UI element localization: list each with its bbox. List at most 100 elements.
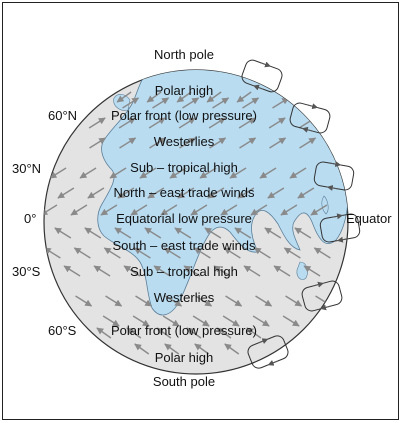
- wind-arrow: [195, 295, 213, 307]
- latitude-60n: 60°N: [48, 108, 77, 123]
- wind-arrow: [163, 247, 181, 259]
- wind-arrow: [132, 315, 150, 327]
- south-pole-label: South pole: [153, 374, 215, 389]
- wind-arrow: [103, 247, 121, 259]
- wind-arrow: [234, 227, 252, 239]
- wind-arrow: [70, 204, 88, 216]
- wind-arrow: [297, 187, 315, 199]
- wind-arrow: [208, 117, 226, 129]
- wind-arrow: [89, 137, 107, 149]
- wind-arrow: [313, 247, 331, 259]
- wind-arrow: [252, 315, 270, 327]
- wind-arrow: [238, 117, 256, 129]
- wind-arrow: [122, 97, 140, 109]
- wind-arrow: [152, 97, 170, 109]
- wind-arrow: [255, 295, 273, 307]
- wind-arrow: [282, 315, 300, 327]
- wind-arrow: [73, 247, 91, 259]
- wind-arrow: [223, 247, 241, 259]
- wind-arrow: [272, 97, 290, 109]
- wind-arrow: [179, 137, 197, 149]
- circulation-cell: [241, 59, 283, 93]
- wind-arrow: [84, 227, 102, 239]
- wind-arrow: [44, 247, 61, 259]
- wind-arrow: [190, 204, 208, 216]
- wind-arrow: [273, 265, 291, 277]
- wind-arrow: [222, 315, 240, 327]
- wind-arrow: [213, 265, 231, 277]
- wind-arrow: [246, 327, 262, 339]
- wind-arrow: [63, 265, 81, 277]
- wind-arrow: [289, 167, 307, 179]
- wind-arrow: [79, 167, 97, 179]
- wind-arrow: [114, 227, 132, 239]
- wind-arrow: [176, 91, 192, 103]
- wind-arrow: [199, 167, 217, 179]
- wind-arrow: [253, 247, 271, 259]
- band-label-polar-high-s: Polar high: [155, 350, 214, 365]
- wind-arrow: [139, 167, 157, 179]
- wind-arrow: [160, 204, 178, 216]
- wind-arrow: [236, 91, 252, 103]
- band-label-polar-high-n: Polar high: [155, 83, 214, 98]
- wind-arrow: [105, 295, 123, 307]
- wind-arrow: [109, 167, 127, 179]
- wind-arrow: [303, 265, 321, 277]
- wind-arrow: [209, 137, 227, 149]
- wind-arrow: [102, 315, 120, 327]
- wind-arrow: [119, 137, 137, 149]
- wind-arrow: [87, 187, 105, 199]
- wind-arrow: [220, 204, 238, 216]
- latitude-30s: 30°S: [12, 264, 41, 279]
- wind-arrow: [54, 227, 72, 239]
- wind-arrow: [75, 295, 93, 307]
- wind-arrow: [165, 295, 183, 307]
- wind-arrows: [44, 91, 333, 355]
- circulation-cell: [319, 213, 361, 243]
- wind-arrow: [193, 247, 211, 259]
- wind-arrow: [280, 204, 298, 216]
- wind-arrow: [133, 247, 151, 259]
- wind-arrow: [183, 265, 201, 277]
- wind-arrow: [194, 343, 210, 355]
- wind-arrow: [146, 91, 162, 103]
- wind-arrow: [229, 167, 247, 179]
- wind-arrow: [216, 327, 232, 339]
- wind-arrow: [135, 295, 153, 307]
- wind-arrow: [88, 117, 106, 129]
- wind-arrow: [93, 265, 111, 277]
- wind-arrow: [285, 295, 303, 307]
- wind-arrow: [96, 327, 112, 339]
- wind-arrow: [116, 91, 132, 103]
- wind-arrow: [130, 204, 148, 216]
- wind-arrow: [212, 97, 230, 109]
- wind-arrow: [207, 187, 225, 199]
- wind-arrow: [243, 265, 261, 277]
- band-label-westerlies-n: Westerlies: [154, 134, 215, 149]
- wind-arrow: [299, 137, 317, 149]
- latitude-30n: 30°N: [12, 161, 41, 176]
- wind-arrow: [178, 117, 196, 129]
- band-label-se-trades: South – east trade winds: [112, 238, 256, 253]
- wind-arrow: [126, 327, 142, 339]
- wind-arrow: [259, 167, 277, 179]
- wind-arrow: [49, 167, 67, 179]
- wind-arrow: [57, 187, 75, 199]
- circulation-cell: [247, 335, 289, 369]
- circulation-cell: [289, 102, 331, 134]
- wind-arrow: [268, 117, 286, 129]
- north-pole-label: North pole: [154, 47, 214, 62]
- wind-arrow: [144, 227, 162, 239]
- latitude-60s: 60°S: [48, 323, 77, 338]
- band-label-westerlies-s: Westerlies: [154, 290, 215, 305]
- circulation-cell: [313, 161, 355, 191]
- wind-arrow: [224, 343, 240, 355]
- wind-arrow: [186, 327, 202, 339]
- wind-arrow: [147, 187, 165, 199]
- wind-arrow: [162, 315, 180, 327]
- wind-arrow: [134, 343, 150, 355]
- wind-arrow: [148, 117, 166, 129]
- wind-arrow: [174, 227, 192, 239]
- wind-arrow: [100, 204, 118, 216]
